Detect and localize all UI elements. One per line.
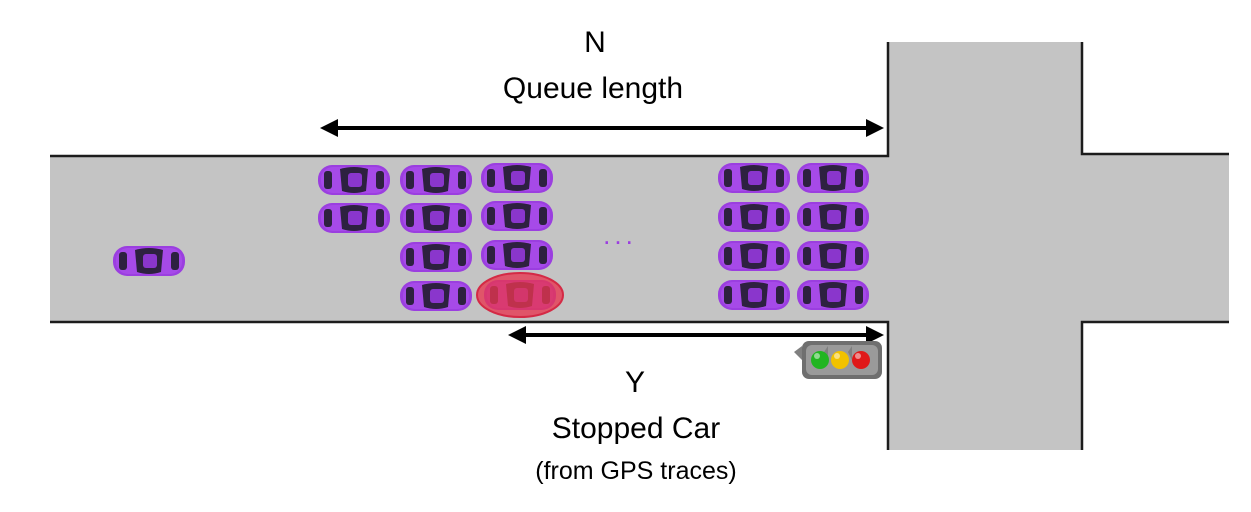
car-icon (400, 242, 472, 272)
car-icon (718, 202, 790, 232)
car-icon (797, 280, 869, 310)
car-icon (481, 201, 553, 231)
car-icon (797, 202, 869, 232)
traffic-light-icon (794, 341, 882, 379)
road-edge-top (50, 42, 1229, 158)
road (50, 42, 1229, 450)
queue-length-label: Queue length (502, 72, 684, 105)
stopped-symbol: Y (624, 366, 645, 399)
queue-symbol: N (584, 26, 606, 59)
car-icon (718, 280, 790, 310)
car-icon (797, 163, 869, 193)
stopped-car-label: Stopped Car (551, 412, 721, 445)
car-icon (481, 163, 553, 193)
road-edge-bottom (50, 320, 1229, 450)
car-icon (318, 165, 390, 195)
car-icon (718, 163, 790, 193)
car-icon (481, 240, 553, 270)
stopped-car-arrow (508, 326, 884, 344)
car-icon (113, 246, 185, 276)
queue-length-arrow (320, 119, 884, 137)
car-icon (718, 241, 790, 271)
stopped-car-highlight (476, 272, 564, 318)
car-icon (400, 165, 472, 195)
car-icon (400, 203, 472, 233)
gps-traces-label: (from GPS traces) (535, 457, 737, 485)
car-icon (400, 281, 472, 311)
ellipsis: ... (603, 220, 637, 250)
car-icon (797, 241, 869, 271)
car-icon (318, 203, 390, 233)
